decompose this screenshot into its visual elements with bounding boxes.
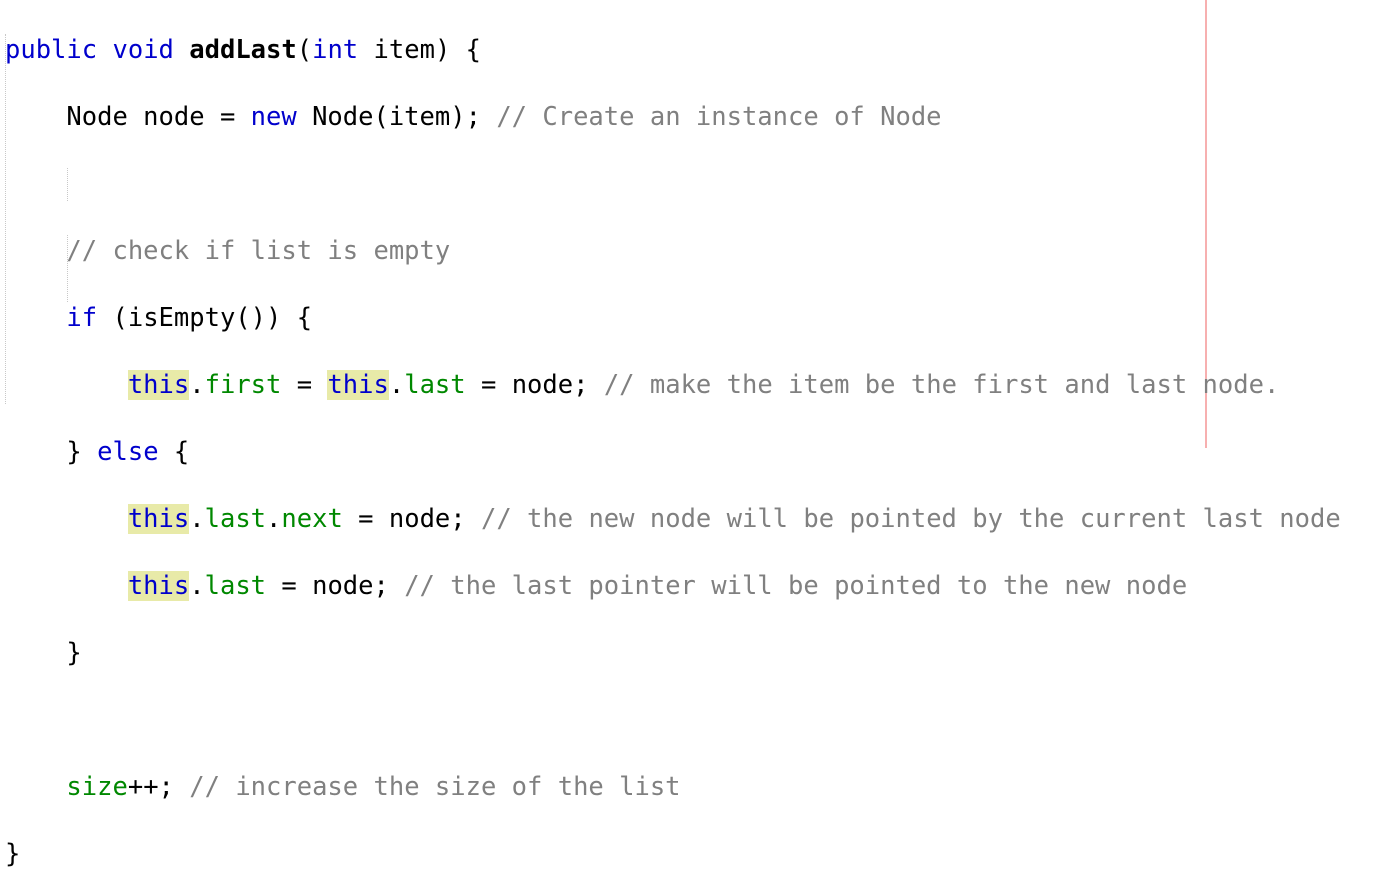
code: }: [5, 838, 21, 869]
indent-guide: [5, 34, 6, 404]
keyword-this: this: [127, 369, 190, 400]
keyword-this: this: [327, 369, 389, 400]
field: size: [66, 771, 128, 802]
code: Node node =: [66, 101, 251, 132]
keyword: void: [112, 34, 174, 65]
keyword: if: [66, 302, 98, 333]
code-editor[interactable]: public void addLast(int item) { Node nod…: [5, 0, 1341, 896]
field: last: [204, 570, 267, 601]
code-line: } else {: [5, 436, 1341, 470]
code: ++;: [127, 771, 190, 802]
code: (isEmpty()) {: [97, 302, 313, 333]
code: = node;: [465, 369, 604, 400]
field: last: [404, 369, 466, 400]
indent-guide: [67, 235, 68, 302]
comment: // increase the size of the list: [189, 771, 681, 802]
keyword: int: [312, 34, 359, 65]
param: item: [373, 34, 435, 65]
code: }: [66, 637, 82, 668]
comment: // make the item be the first and last n…: [603, 369, 1280, 400]
keyword-this: this: [127, 570, 190, 601]
comment: // the new node will be pointed by the c…: [480, 503, 1341, 534]
code-line: size++; // increase the size of the list: [5, 771, 1341, 805]
code: = node;: [266, 570, 405, 601]
method-name: addLast: [189, 34, 297, 65]
right-margin-line: [1205, 0, 1207, 448]
code: }: [66, 436, 98, 467]
code-line: if (isEmpty()) {: [5, 302, 1341, 336]
code: = node;: [342, 503, 481, 534]
comment: // check if list is empty: [66, 235, 451, 266]
field: last: [204, 503, 267, 534]
code-line: Node node = new Node(item); // Create an…: [5, 101, 1341, 135]
keyword-this: this: [127, 503, 190, 534]
code-line: this.first = this.last = node; // make t…: [127, 369, 1280, 400]
code-line: [5, 704, 1341, 738]
keyword: else: [97, 436, 159, 467]
comment: // the last pointer will be pointed to t…: [404, 570, 1188, 601]
keyword: new: [250, 101, 297, 132]
code-line: }: [5, 637, 1341, 671]
comment: // Create an instance of Node: [496, 101, 942, 132]
code: Node(item);: [296, 101, 497, 132]
code-line: this.last = node; // the last pointer wi…: [127, 570, 1188, 601]
code: {: [158, 436, 190, 467]
keyword: public: [5, 34, 98, 65]
code-line: [5, 168, 1341, 202]
indent-guide: [67, 168, 68, 201]
code-line: this.last.next = node; // the new node w…: [127, 503, 1341, 534]
field: next: [281, 503, 343, 534]
field: first: [204, 369, 282, 400]
code-line: }: [5, 838, 1341, 872]
code-line: public void addLast(int item) {: [5, 34, 481, 65]
code-line: // check if list is empty: [5, 235, 1341, 269]
